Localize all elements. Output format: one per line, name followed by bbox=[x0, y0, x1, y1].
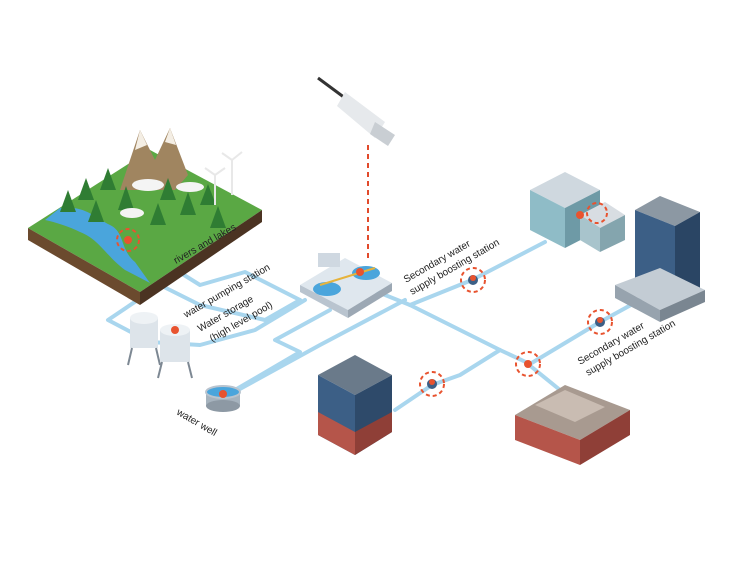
sensor-rivers bbox=[116, 228, 140, 252]
control-building bbox=[318, 253, 340, 267]
sensor-booster-right bbox=[587, 309, 613, 335]
tank-left bbox=[127, 312, 161, 366]
pipe-well-branch bbox=[236, 298, 407, 392]
terrain-left-side bbox=[28, 228, 140, 305]
rivers-lakes-terrain bbox=[28, 128, 262, 305]
water-pumping-station bbox=[300, 253, 392, 318]
station-base-side bbox=[300, 285, 348, 318]
pressure-sensor-probe bbox=[317, 76, 395, 262]
sensor-junction bbox=[515, 351, 541, 377]
residential-buildings-top bbox=[530, 172, 625, 252]
office-building-center bbox=[318, 355, 392, 455]
trees bbox=[60, 168, 226, 228]
pump-rail bbox=[319, 267, 376, 286]
water-storage-tanks bbox=[127, 312, 193, 379]
sensor-buildings-top bbox=[576, 202, 608, 224]
clarifier-left bbox=[313, 282, 341, 296]
station-base-side2 bbox=[348, 283, 392, 318]
pipe-to-office bbox=[393, 348, 502, 412]
sensor-office bbox=[419, 371, 445, 397]
pipe-to-market bbox=[526, 362, 562, 392]
clouds bbox=[120, 179, 204, 218]
station-base bbox=[300, 258, 392, 310]
water-well bbox=[205, 385, 241, 412]
sensor-pumping bbox=[356, 268, 364, 276]
pipe-main-east bbox=[358, 283, 532, 366]
terrain-top bbox=[28, 150, 262, 292]
river bbox=[45, 207, 150, 283]
sensor-storage bbox=[171, 326, 179, 334]
sensor-markers bbox=[116, 202, 613, 398]
market-building bbox=[515, 385, 630, 465]
mountain-snow bbox=[135, 128, 176, 150]
terrain-right-side bbox=[140, 210, 262, 305]
sensor-well bbox=[219, 390, 227, 398]
pipe-pumping-to-storage bbox=[106, 283, 302, 344]
label-water-well: water well bbox=[174, 407, 219, 439]
wind-turbines bbox=[204, 151, 243, 205]
office-tower-right bbox=[615, 196, 705, 322]
sensor-booster-top bbox=[460, 267, 486, 293]
